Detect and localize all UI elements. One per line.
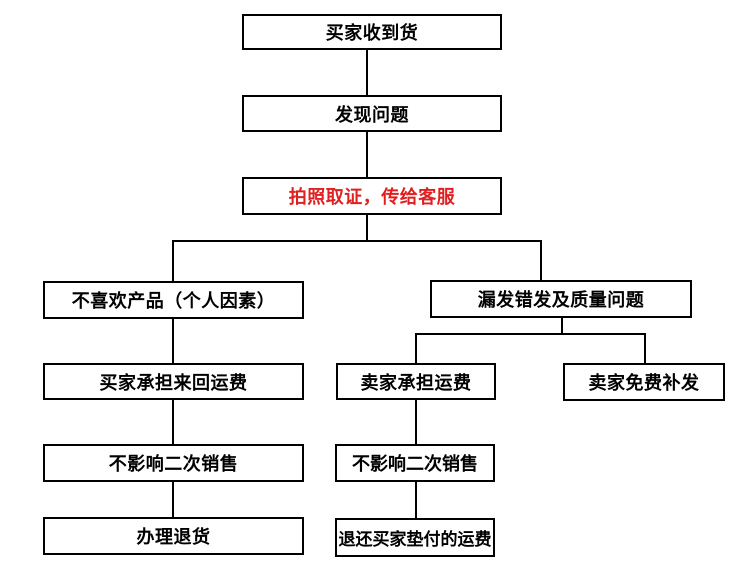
connector-branch-to-dislike [172,240,174,282]
connector-sub-branch-horizontal [415,333,646,335]
node-missing-wrong-quality: 漏发错发及质量问题 [430,280,692,318]
connector-problem-to-evidence [366,132,368,178]
connector-dislike-to-buyerpays [172,319,174,364]
connector-main-branch-horizontal [172,240,542,242]
node-process-return: 办理退货 [43,517,304,555]
connector-evidence-to-branch [366,215,368,241]
node-buyer-receives-goods: 买家收到货 [242,14,502,50]
node-refund-prepaid-shipping: 退还买家垫付的运费 [335,518,495,557]
node-seller-pays-shipping: 卖家承担运费 [336,363,496,400]
node-dislike-product: 不喜欢产品（个人因素） [43,281,304,319]
connector-branch-to-quality [540,240,542,281]
connector-quality-to-subbranch [561,318,563,334]
node-buyer-pays-shipping: 买家承担来回运费 [43,363,304,400]
node-no-resale-impact-left: 不影响二次销售 [43,444,304,482]
node-find-problem: 发现问题 [242,95,502,132]
connector-subbranch-to-sellerpays [415,333,417,364]
connector-buyerpays-to-resale [172,400,174,445]
connector-resale-to-refund [415,482,417,519]
node-seller-free-reship: 卖家免费补发 [563,363,725,401]
node-photo-evidence: 拍照取证，传给客服 [242,177,502,215]
connector-sellerpays-to-resale [415,400,417,445]
connector-resale-to-return [172,482,174,518]
node-no-resale-impact-right: 不影响二次销售 [335,444,495,482]
connector-receive-to-problem [366,50,368,96]
connector-subbranch-to-reship [644,333,646,364]
